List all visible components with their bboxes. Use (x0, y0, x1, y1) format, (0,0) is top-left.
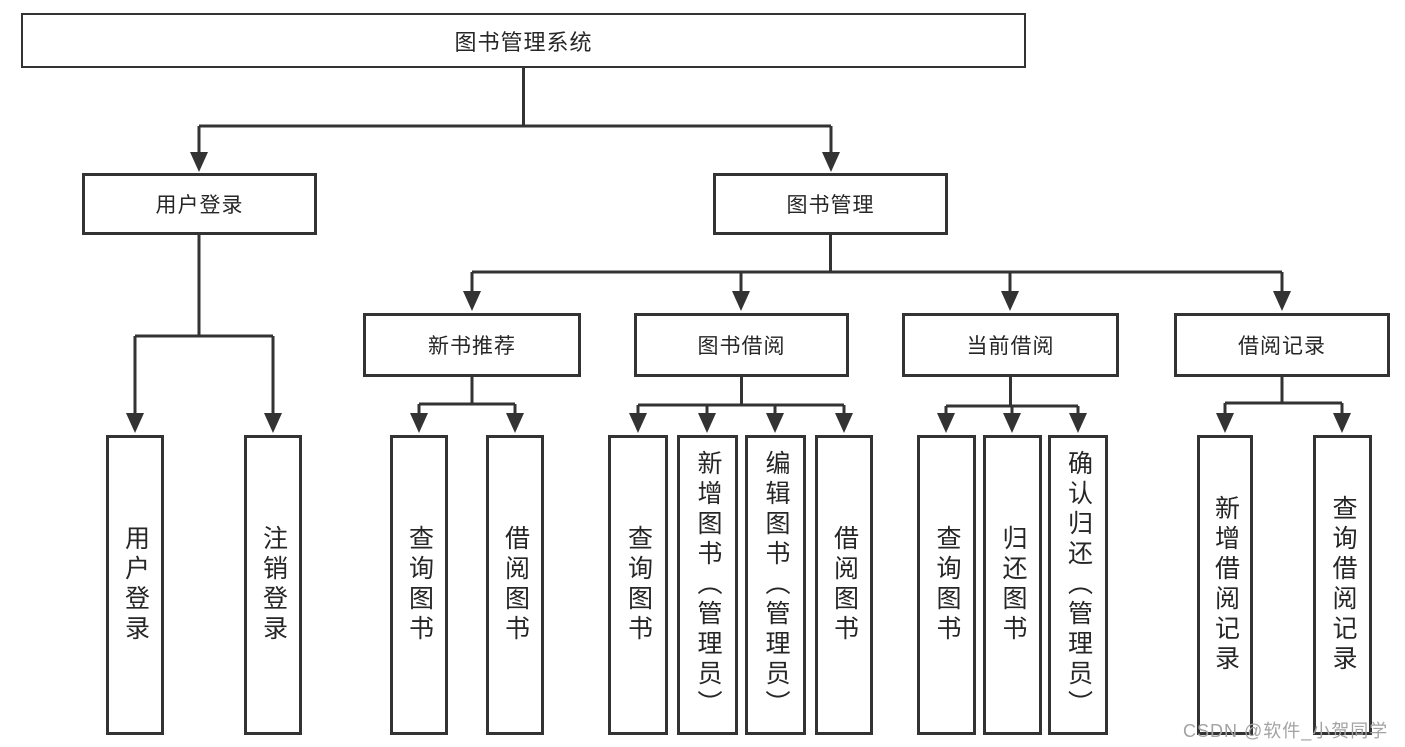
arrow-icon (1273, 291, 1291, 311)
arrow-icon (1216, 413, 1234, 433)
watermark: CSDN @软件_小贺同学 (1183, 721, 1389, 741)
arrow-icon (410, 413, 428, 433)
arrow-icon (629, 413, 647, 433)
leaf-add-borrow-record: 新增借阅记录 (1197, 435, 1253, 735)
node-borrowing-records: 借阅记录 (1174, 313, 1390, 377)
leaf-return-books: 归还图书 (983, 435, 1042, 735)
node-new-book-recommendation: 新书推荐 (363, 313, 581, 377)
leaf-confirm-return-admin: 确认归还（管理员） (1048, 435, 1108, 735)
connector-new-book (417, 377, 517, 417)
arrow-icon (698, 413, 716, 433)
arrowheads (126, 152, 1351, 433)
arrow-icon (1069, 413, 1087, 433)
leaf-borrow-books-recommend: 借阅图书 (486, 435, 544, 735)
leaf-borrow-books-recommend-label: 借阅图书 (501, 525, 530, 645)
leaf-query-books-current: 查询图书 (917, 435, 976, 735)
arrow-icon (506, 413, 524, 433)
arrow-icon (732, 291, 750, 311)
node-user-login: 用户登录 (82, 173, 317, 235)
leaf-query-borrow-record: 查询借阅记录 (1313, 435, 1372, 735)
leaf-edit-books-admin-label: 编辑图书（管理员） (762, 450, 790, 720)
leaf-user-login: 用户登录 (106, 435, 164, 735)
connector-current-borrowing (944, 377, 1080, 417)
arrow-icon (822, 152, 840, 172)
leaf-query-books-recommend: 查询图书 (390, 435, 448, 735)
node-current-borrowing: 当前借阅 (902, 313, 1119, 377)
arrow-icon (190, 152, 208, 172)
leaf-borrow-books-label: 借阅图书 (830, 525, 859, 645)
arrow-icon (126, 413, 144, 433)
node-user-login-label: 用户登录 (155, 194, 244, 217)
connector-root (197, 68, 833, 156)
node-book-borrowing-label: 图书借阅 (697, 335, 786, 358)
node-root: 图书管理系统 (21, 13, 1026, 68)
arrow-icon (463, 291, 481, 311)
leaf-return-books-label: 归还图书 (999, 525, 1027, 645)
connector-user-login (133, 235, 275, 417)
leaf-borrow-books: 借阅图书 (815, 435, 873, 735)
leaf-query-books-current-label: 查询图书 (933, 525, 961, 645)
arrow-icon (835, 413, 853, 433)
connector-book-borrowing (636, 377, 846, 417)
leaf-query-books-borrowing-label: 查询图书 (624, 525, 653, 645)
leaf-add-books-admin-label: 新增图书（管理员） (694, 450, 722, 720)
node-book-borrowing: 图书借阅 (634, 313, 849, 377)
connector-book-management (470, 233, 1284, 295)
leaf-logout-login: 注销登录 (244, 435, 302, 735)
arrow-icon (937, 413, 955, 433)
leaf-logout-login-label: 注销登录 (259, 525, 288, 645)
node-book-management-label: 图书管理 (786, 194, 875, 217)
leaf-add-books-admin: 新增图书（管理员） (677, 435, 738, 735)
leaf-query-books-recommend-label: 查询图书 (405, 525, 434, 645)
node-new-book-recommendation-label: 新书推荐 (428, 335, 516, 358)
arrow-icon (1333, 413, 1351, 433)
leaf-user-login-label: 用户登录 (121, 525, 150, 645)
node-borrowing-records-label: 借阅记录 (1238, 335, 1326, 358)
node-current-borrowing-label: 当前借阅 (966, 335, 1055, 358)
leaf-query-borrow-record-label: 查询借阅记录 (1329, 495, 1357, 675)
arrow-icon (264, 413, 282, 433)
leaf-edit-books-admin: 编辑图书（管理员） (745, 435, 806, 735)
connector-borrowing-records (1223, 377, 1344, 417)
arrow-icon (766, 413, 784, 433)
node-root-label: 图书管理系统 (454, 29, 593, 55)
leaf-add-borrow-record-label: 新增借阅记录 (1211, 495, 1240, 675)
leaf-query-books-borrowing: 查询图书 (608, 435, 668, 735)
arrow-icon (1001, 291, 1019, 311)
leaf-confirm-return-admin-label: 确认归还（管理员） (1064, 450, 1093, 720)
node-book-management: 图书管理 (713, 173, 948, 235)
arrow-icon (1003, 413, 1021, 433)
